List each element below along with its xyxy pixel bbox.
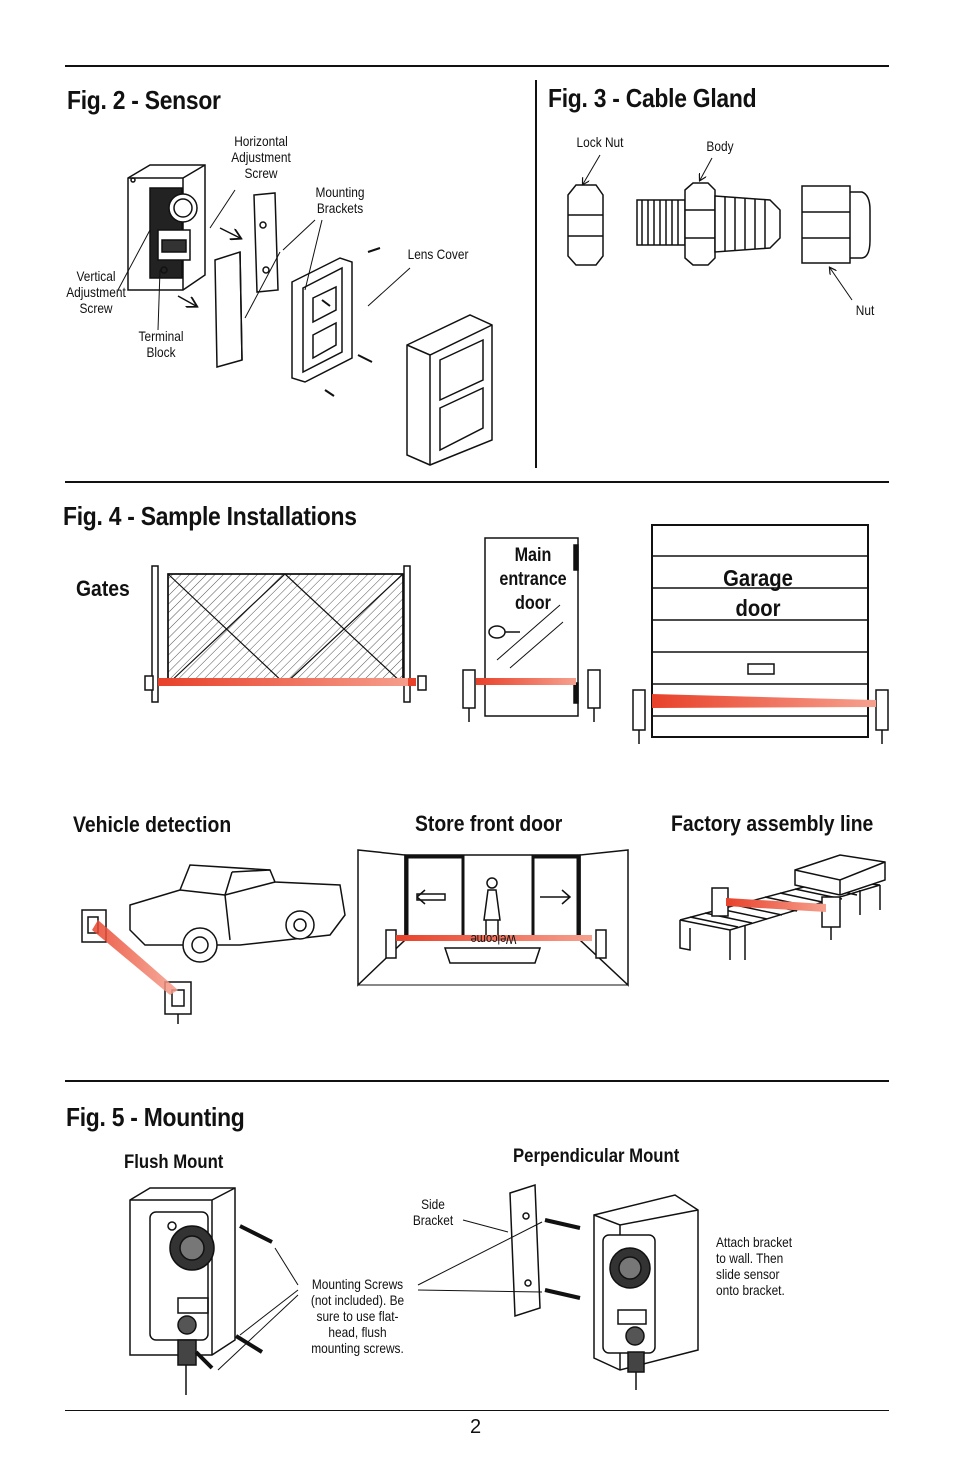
gate-beam-end (408, 678, 416, 686)
label-attach-bracket-note: Attach bracket to wall. Then slide senso… (716, 1234, 793, 1298)
label-horizontal-adjustment-screw: Horizontal Adjustment Screw (231, 133, 291, 181)
label-perpendicular-mount: Perpendicular Mount (513, 1146, 680, 1167)
label-flush-mount: Flush Mount (124, 1152, 224, 1173)
garage-door-drawing (632, 524, 889, 744)
perpendicular-mount-drawing (417, 1183, 699, 1390)
store-beam (396, 935, 592, 941)
label-side-bracket: Side Bracket (412, 1196, 454, 1228)
flush-mount-drawing (129, 1187, 299, 1395)
label-mounting-brackets: Mounting Brackets (315, 184, 365, 216)
garage-beam (652, 694, 876, 708)
fig5-title: Fig. 5 - Mounting (66, 1102, 245, 1132)
door-beam (476, 678, 576, 685)
welcome-mat-text: Welcome (470, 932, 517, 947)
label-main-entrance-door: Main entrance door (499, 545, 567, 614)
label-factory-assembly-line: Factory assembly line (671, 811, 874, 836)
factory-beam (726, 898, 826, 912)
label-body: Body (706, 138, 734, 154)
label-nut: Nut (855, 302, 875, 318)
label-gates: Gates (76, 576, 130, 601)
label-terminal-block: Terminal Block (138, 328, 184, 360)
fig4-rule (65, 481, 889, 483)
fig2-title: Fig. 2 - Sensor (67, 85, 221, 115)
fig4-title: Fig. 4 - Sample Installations (63, 501, 357, 531)
top-rule (65, 65, 889, 67)
gate-beam (158, 678, 416, 686)
vehicle-beam (92, 920, 178, 995)
store-front-drawing (357, 849, 629, 987)
label-garage-door: Garage door (723, 565, 793, 621)
fig-divider-vertical (535, 80, 537, 468)
label-vehicle-detection: Vehicle detection (73, 812, 232, 837)
label-vertical-adjustment-screw: Vertical Adjustment Screw (66, 268, 126, 316)
vehicle-drawing (81, 864, 346, 1024)
cable-gland-drawing (567, 154, 871, 301)
label-store-front-door: Store front door (415, 811, 563, 836)
label-mounting-screws: Mounting Screws (not included). Be sure … (310, 1276, 405, 1356)
bottom-rule (65, 1410, 889, 1411)
page-number: 2 (470, 1416, 482, 1438)
fig3-title: Fig. 3 - Cable Gland (548, 83, 757, 113)
label-lock-nut: Lock Nut (576, 134, 624, 150)
gate-drawing (144, 565, 427, 703)
main-door-drawing (462, 537, 601, 722)
label-lens-cover: Lens Cover (407, 246, 469, 262)
fig5-rule (65, 1080, 889, 1082)
sensor-exploded-drawing (117, 164, 493, 466)
